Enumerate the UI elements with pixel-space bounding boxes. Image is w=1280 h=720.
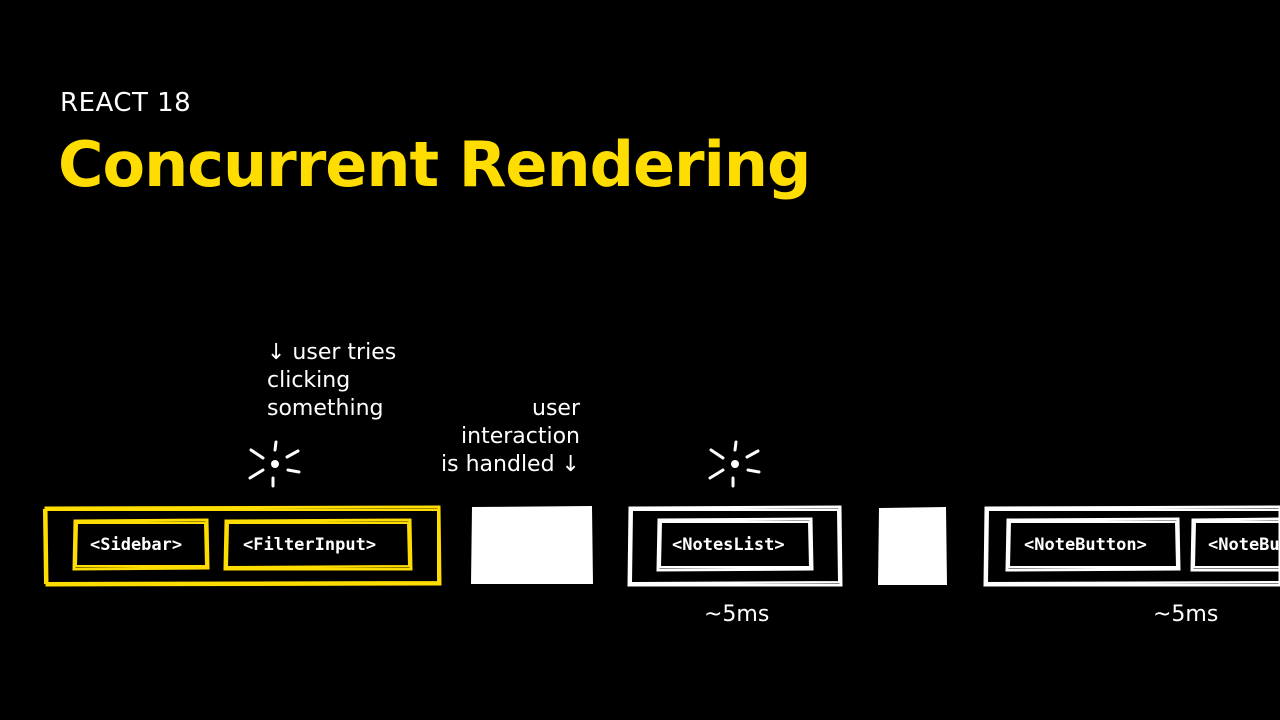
component-label-notebutton-partial: <NoteBu: [1208, 535, 1280, 555]
component-box-notebutton: [1005, 517, 1181, 572]
component-box-noteslist: [656, 517, 814, 572]
component-label-noteslist: <NotesList>: [672, 535, 785, 555]
render-chunk-2: [627, 505, 843, 587]
click-burst-icon: [708, 440, 761, 488]
render-chunk-1: [42, 505, 442, 587]
component-label-notebutton: <NoteButton>: [1024, 535, 1147, 555]
click-burst-icon: [248, 440, 301, 488]
annotation-line: clicking: [267, 368, 351, 393]
annotation-line: ↓ user tries: [267, 340, 397, 365]
render-chunk-3: [983, 505, 1280, 587]
timing-label: ~5ms: [1153, 602, 1219, 627]
slide-title: Concurrent Rendering: [58, 128, 811, 201]
annotation-line: interaction: [461, 424, 580, 449]
component-box-notebutton-partial: [1190, 517, 1280, 572]
annotation-user-tries: ↓ user tries clicking something: [267, 339, 396, 423]
timing-label: ~5ms: [704, 602, 770, 627]
idle-block-2: [878, 507, 947, 585]
component-box-filterinput: [223, 518, 413, 571]
component-box-sidebar: [72, 518, 210, 571]
annotation-line: something: [267, 396, 384, 421]
annotation-line: is handled ↓: [441, 452, 580, 477]
annotation-line: user: [532, 396, 580, 421]
annotation-interaction-handled: user interaction is handled ↓: [400, 395, 580, 479]
idle-block-1: [471, 506, 593, 584]
component-label-filterinput: <FilterInput>: [243, 535, 377, 555]
component-label-sidebar: <Sidebar>: [90, 535, 183, 555]
slide-eyebrow: REACT 18: [60, 88, 192, 118]
